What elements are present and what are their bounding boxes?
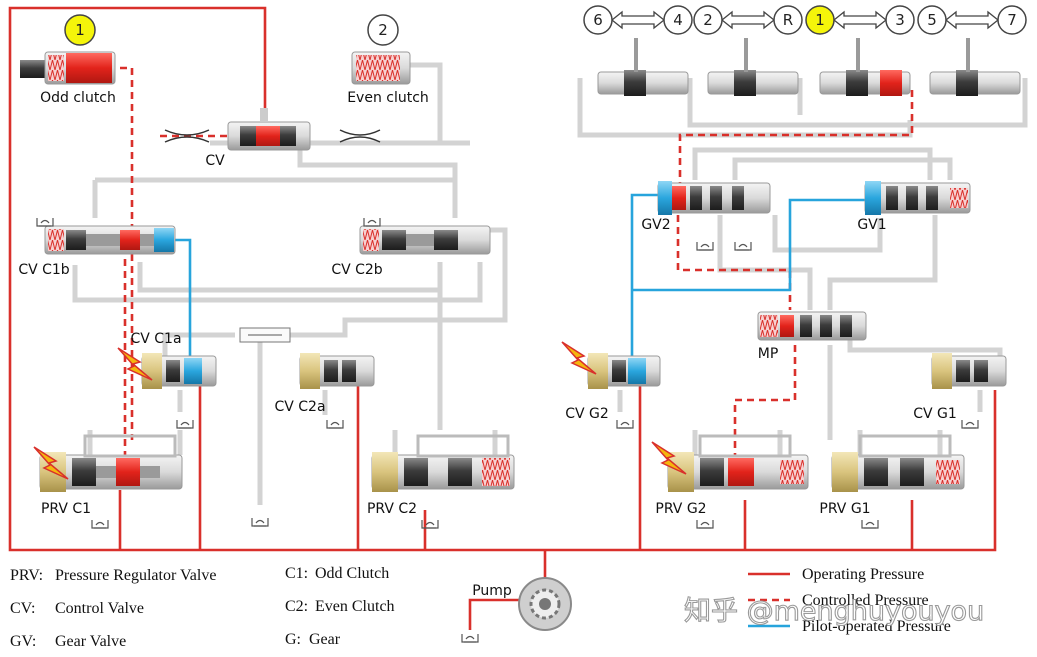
- gear-badge: [917, 5, 947, 35]
- gv2-valve: [657, 181, 771, 215]
- shuttle-valve: [239, 327, 291, 343]
- cv-c2b-valve: [359, 225, 491, 255]
- abbr-key-gv: GV:: [10, 633, 36, 650]
- operating-pressure-lines: [8, 6, 997, 580]
- prv-c2-label: PRV C2: [367, 501, 417, 517]
- cv-c2a-valve: [299, 353, 375, 389]
- mp-label: MP: [758, 346, 779, 362]
- return-lines: [72, 62, 1028, 505]
- watermark: 知乎 @menghuyouyou: [684, 596, 984, 627]
- abbr-text-cv: Control Valve: [55, 600, 144, 617]
- gear-actuator-5-7: [929, 38, 1021, 96]
- gv2-label: GV2: [641, 217, 670, 233]
- gear-badge: [663, 5, 693, 35]
- cv-c1b-label: CV C1b: [18, 262, 69, 278]
- gear-badge-text: R: [783, 11, 793, 29]
- odd-clutch-label: Odd clutch: [40, 90, 116, 106]
- double-arrow-icon: [832, 10, 888, 30]
- cv-valve: [227, 108, 311, 151]
- prv-g1-valve: [831, 434, 965, 492]
- abbr-key-c1: C1:: [285, 565, 308, 582]
- abbr-text-gv: Gear Valve: [55, 633, 126, 650]
- gear-badge: [693, 5, 723, 35]
- prv-c1-valve: [39, 434, 183, 492]
- pump-label: Pump: [472, 583, 512, 599]
- pump-icon: [468, 577, 572, 631]
- prv-c1-label: PRV C1: [41, 501, 91, 517]
- gv1-valve: [864, 181, 971, 215]
- solenoid-active-icon-prv-g2: [651, 441, 687, 475]
- cv-label: CV: [205, 153, 225, 169]
- gear-badge: [805, 5, 835, 35]
- legend-operating: Operating Pressure: [802, 566, 924, 583]
- prv-c2-valve: [371, 434, 515, 492]
- abbr-key-cv: CV:: [10, 600, 35, 617]
- abbr-key-g: G:: [285, 631, 301, 648]
- even-clutch: [351, 51, 411, 85]
- gear-badge-text: 2: [703, 11, 713, 29]
- double-arrow-icon: [944, 10, 1000, 30]
- gear-badge-text: 7: [1007, 11, 1017, 29]
- abbr-text-prv: Pressure Regulator Valve: [55, 567, 216, 584]
- gear-badge: [583, 5, 613, 35]
- cv-g1-label: CV G1: [913, 406, 957, 422]
- even-clutch-badge: 2: [367, 14, 399, 46]
- line-legend: Operating Pressure Controlled Pressure P…: [748, 566, 951, 635]
- cv-c2b-label: CV C2b: [331, 262, 382, 278]
- solenoid-active-icon-c1a: [117, 347, 153, 381]
- gv1-label: GV1: [857, 217, 886, 233]
- gear-badge-text: 6: [593, 11, 603, 29]
- cv-c1b-valve: [44, 225, 176, 255]
- gear-badge-text: 1: [815, 11, 825, 29]
- gear-badge-text: 3: [895, 11, 905, 29]
- gear-badge-text: 4: [673, 11, 683, 29]
- pilot-pressure-lines: [175, 193, 865, 365]
- gear-actuator-6-4: [597, 38, 689, 96]
- solenoid-active-icon-prv-c1: [33, 446, 69, 480]
- abbr-key-prv: PRV:: [10, 567, 43, 584]
- prv-g2-label: PRV G2: [655, 501, 706, 517]
- odd-clutch-badge: 1: [64, 14, 96, 46]
- gear-actuator-2-r: [707, 38, 799, 96]
- legend-controlled: Controlled Pressure: [802, 592, 929, 609]
- even-clutch-label: Even clutch: [347, 90, 429, 106]
- orifice-left: [164, 129, 210, 143]
- odd-badge-text: 1: [75, 21, 85, 39]
- cv-g2-valve: [587, 353, 661, 389]
- cv-g2-label: CV G2: [565, 406, 609, 422]
- solenoid-active-icon-g2: [561, 341, 597, 375]
- mp-valve: [757, 311, 867, 341]
- gear-actuator-1-3: [819, 38, 911, 96]
- cv-g1-valve: [931, 353, 1007, 389]
- prv-g1-label: PRV G1: [819, 501, 870, 517]
- abbreviation-key: PRV: Pressure Regulator Valve CV: Contro…: [10, 565, 395, 650]
- even-badge-text: 2: [378, 21, 388, 39]
- prv-g2-valve: [667, 434, 809, 492]
- abbr-text-c1: Odd Clutch: [315, 565, 389, 582]
- cv-c1a-label: CV C1a: [130, 331, 181, 347]
- gear-badge: [885, 5, 915, 35]
- abbr-text-g: Gear: [309, 631, 341, 648]
- odd-clutch: [20, 51, 116, 85]
- double-arrow-icon: [720, 10, 776, 30]
- abbr-key-c2: C2:: [285, 598, 308, 615]
- legend-pilot: Pilot-operated Pressure: [802, 618, 951, 635]
- orifice-right: [339, 129, 381, 143]
- gear-badge: [997, 5, 1027, 35]
- gear-badge: [773, 5, 803, 35]
- gear-badge-text: 5: [927, 11, 937, 29]
- cv-c1a-valve: [141, 353, 217, 389]
- cv-c2a-label: CV C2a: [274, 399, 325, 415]
- double-arrow-icon: [610, 10, 666, 30]
- abbr-text-c2: Even Clutch: [315, 598, 395, 615]
